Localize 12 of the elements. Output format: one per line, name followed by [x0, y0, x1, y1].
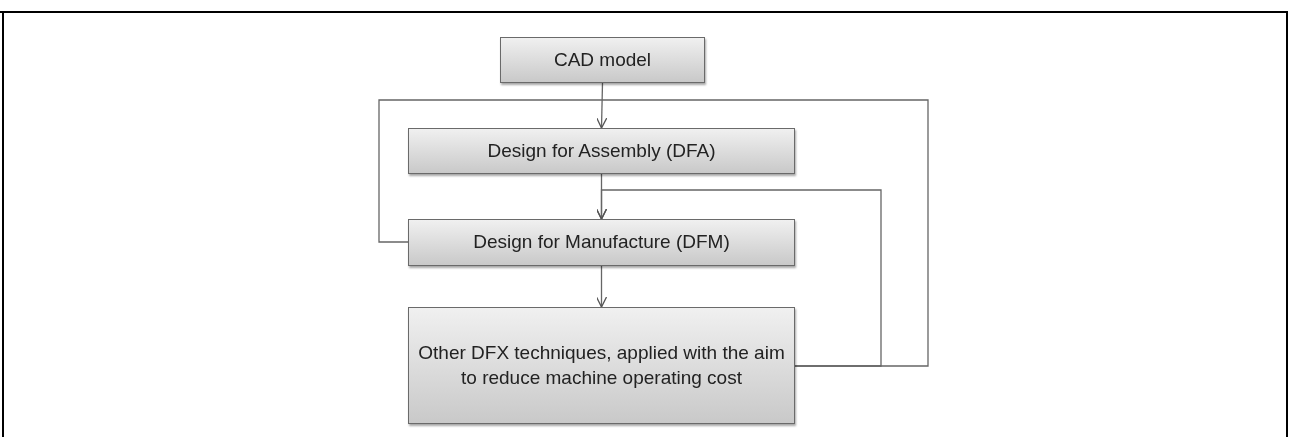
box-label: CAD model	[552, 47, 653, 72]
process-box	[408, 307, 795, 424]
box-label: Other DFX techniques, applied with the aim to reduce machine operating cost	[417, 340, 786, 390]
arrow	[595, 189, 882, 367]
arrow	[596, 82, 608, 129]
process-box	[408, 219, 795, 266]
process-box	[408, 128, 795, 174]
connector-line	[378, 99, 929, 367]
arrow	[595, 265, 608, 308]
box-label: Design for Manufacture (DFM)	[472, 230, 731, 255]
process-box	[500, 37, 705, 83]
box-label: Design for Assembly (DFA)	[486, 138, 717, 163]
